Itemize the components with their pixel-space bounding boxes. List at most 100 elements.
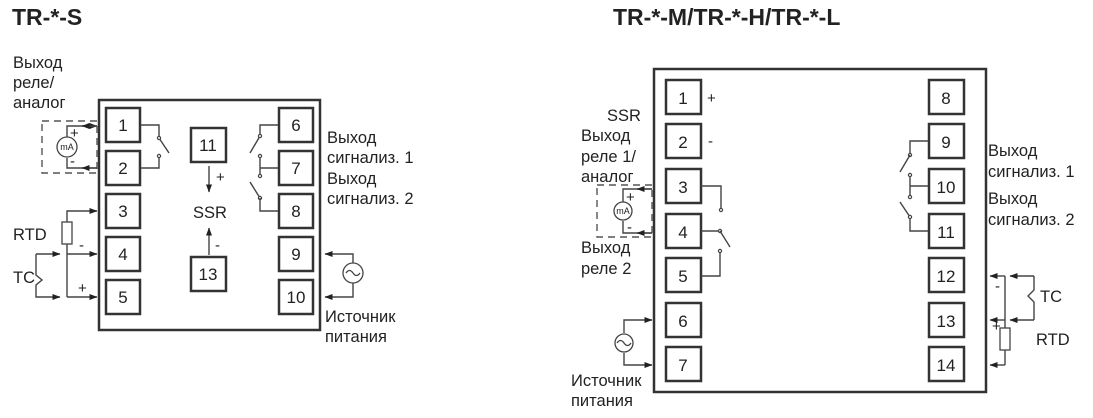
svg-text:6: 6 bbox=[291, 116, 300, 135]
ssr-plus-sign: + bbox=[216, 169, 225, 186]
svg-text:mA: mA bbox=[60, 142, 74, 152]
terminal-m-6: 6 bbox=[664, 301, 703, 339]
power-source-s bbox=[324, 251, 364, 300]
label-rtd-s: RTD bbox=[13, 226, 47, 244]
ssr-plus-sign-m: + bbox=[707, 90, 716, 107]
terminal-2: 2 bbox=[104, 149, 142, 187]
terminal-m-3: 3 bbox=[664, 167, 703, 205]
label-relay-analog-line1: Выход bbox=[13, 54, 63, 72]
svg-text:+: + bbox=[626, 189, 635, 206]
svg-text:4: 4 bbox=[118, 245, 127, 264]
housing-frame-s bbox=[97, 98, 322, 332]
svg-text:-: - bbox=[79, 237, 84, 254]
label-alarm1-line1-m: Выход bbox=[988, 142, 1038, 160]
svg-text:10: 10 bbox=[287, 288, 306, 307]
label-alarm1-line2-s: сигнализ. 1 bbox=[327, 149, 414, 167]
terminal-m-9: 9 bbox=[927, 122, 966, 160]
label-alarm2-line1-s: Выход bbox=[327, 170, 377, 188]
svg-text:2: 2 bbox=[678, 133, 687, 152]
label-power-line2-m: питания bbox=[571, 392, 633, 410]
svg-text:4: 4 bbox=[678, 223, 687, 242]
terminal-m-7: 7 bbox=[664, 345, 703, 383]
svg-text:7: 7 bbox=[291, 159, 300, 178]
label-power-line2-s: питания bbox=[325, 328, 387, 346]
svg-text:1: 1 bbox=[118, 116, 127, 135]
svg-text:1: 1 bbox=[678, 89, 687, 108]
svg-text:-: - bbox=[995, 278, 1000, 295]
label-relay1-line3: аналог bbox=[581, 168, 633, 186]
svg-text:11: 11 bbox=[937, 223, 955, 242]
diagram-tr-mhl: TR-*-M/TR-*-H/TR-*-L 1 2 3 4 5 6 7 8 9 1… bbox=[571, 4, 1075, 410]
milliammeter-m: mA + - bbox=[596, 184, 653, 238]
terminal-4: 4 bbox=[104, 235, 142, 273]
label-ssr-s: SSR bbox=[193, 204, 227, 222]
terminal-10: 10 bbox=[277, 278, 315, 316]
label-relay2-line2: реле 2 bbox=[581, 260, 631, 278]
svg-text:+: + bbox=[992, 318, 1001, 335]
label-relay-analog-line2: реле/ bbox=[13, 74, 55, 92]
terminal-m-2: 2 bbox=[664, 122, 703, 160]
housing-frame-mhl bbox=[652, 67, 988, 394]
svg-text:3: 3 bbox=[678, 178, 687, 197]
terminal-m-8: 8 bbox=[927, 78, 966, 116]
terminal-11: 11 bbox=[189, 126, 228, 164]
diagram-title-s: TR-*-S bbox=[12, 4, 82, 30]
rtd-resistor-icon bbox=[61, 221, 73, 245]
svg-text:13: 13 bbox=[199, 265, 218, 284]
terminal-m-14: 14 bbox=[927, 345, 966, 383]
ma-meter-icon-m bbox=[613, 201, 633, 221]
label-tc-m: TC bbox=[1040, 288, 1062, 306]
label-alarm2-line1-m: Выход bbox=[988, 190, 1038, 208]
terminal-m-4: 4 bbox=[664, 212, 703, 250]
svg-text:-: - bbox=[627, 219, 632, 236]
terminal-1: 1 bbox=[104, 106, 142, 144]
svg-text:+: + bbox=[70, 125, 79, 142]
svg-text:8: 8 bbox=[291, 202, 300, 221]
terminal-m-12: 12 bbox=[927, 256, 966, 294]
label-power-line1-m: Источник bbox=[571, 372, 642, 390]
alarm-switches-m bbox=[899, 140, 928, 232]
svg-text:8: 8 bbox=[941, 89, 950, 108]
terminal-m-13: 13 bbox=[927, 301, 966, 339]
svg-text:6: 6 bbox=[678, 312, 687, 331]
relay-switches-m bbox=[701, 185, 731, 277]
terminal-m-1: 1 bbox=[664, 78, 703, 116]
label-alarm1-line2-m: сигнализ. 1 bbox=[988, 163, 1075, 181]
milliammeter-s: mA + - bbox=[41, 120, 98, 174]
relay-switch-1-2 bbox=[141, 124, 170, 169]
terminal-5: 5 bbox=[104, 278, 142, 316]
terminal-7: 7 bbox=[277, 149, 315, 187]
label-relay1-line1: Выход bbox=[581, 127, 631, 145]
svg-text:5: 5 bbox=[118, 288, 127, 307]
terminal-m-5: 5 bbox=[664, 256, 703, 294]
ssr-minus-sign: - bbox=[215, 237, 220, 254]
label-relay1-line2: реле 1/ bbox=[581, 148, 636, 166]
label-alarm1-line1-s: Выход bbox=[327, 129, 377, 147]
terminal-13: 13 bbox=[189, 255, 228, 293]
label-rtd-m: RTD bbox=[1036, 331, 1070, 349]
label-relay2-line1: Выход bbox=[581, 239, 631, 257]
rtd-resistor-icon-m bbox=[999, 327, 1011, 351]
svg-text:9: 9 bbox=[941, 133, 950, 152]
svg-text:11: 11 bbox=[199, 136, 217, 155]
svg-text:12: 12 bbox=[937, 267, 956, 286]
diagram-title-mhl: TR-*-M/TR-*-H/TR-*-L bbox=[613, 4, 840, 30]
label-tc-s: TC bbox=[13, 269, 35, 287]
terminal-6: 6 bbox=[277, 106, 315, 144]
sensor-inputs-m: - + TC RTD bbox=[989, 273, 1070, 368]
svg-text:+: + bbox=[78, 280, 87, 297]
label-alarm2-line2-m: сигнализ. 2 bbox=[988, 211, 1075, 229]
svg-text:13: 13 bbox=[937, 312, 956, 331]
alarm-switches-s bbox=[249, 124, 278, 212]
svg-text:5: 5 bbox=[678, 267, 687, 286]
label-alarm2-line2-s: сигнализ. 2 bbox=[327, 190, 414, 208]
terminal-8: 8 bbox=[277, 192, 315, 230]
terminal-m-11: 11 bbox=[927, 212, 966, 250]
terminal-m-10: 10 bbox=[927, 167, 966, 205]
diagram-tr-s: TR-*-S Выход реле/ аналог 1 2 3 4 5 6 7 … bbox=[12, 4, 414, 346]
label-relay-analog-line3: аналог bbox=[13, 94, 65, 112]
svg-text:10: 10 bbox=[937, 178, 956, 197]
terminal-9: 9 bbox=[277, 235, 315, 273]
svg-text:9: 9 bbox=[291, 245, 300, 264]
